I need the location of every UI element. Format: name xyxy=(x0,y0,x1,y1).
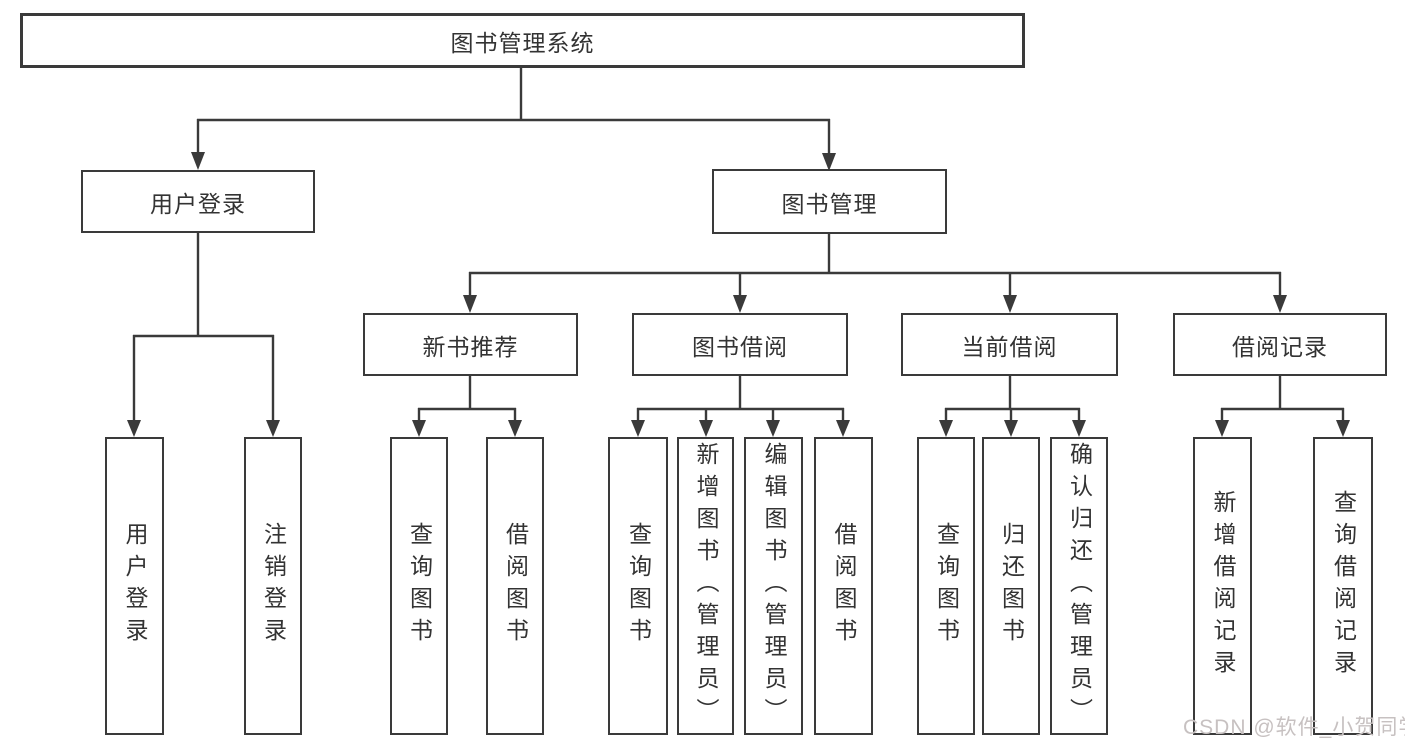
node-user-login: 用户登录 xyxy=(81,170,315,233)
node-label: 查询图书 xyxy=(406,522,433,650)
node-book-borrowing: 图书借阅 xyxy=(632,313,848,376)
node-label: 新书推荐 xyxy=(422,333,519,360)
leaf-query-books-recommend: 查询图书 xyxy=(390,437,448,735)
node-label: 注销登录 xyxy=(260,522,287,650)
node-label: 图书管理 xyxy=(781,190,878,217)
leaf-add-book-admin: 新增图书（管理员） xyxy=(677,437,734,735)
node-book-management: 图书管理 xyxy=(712,169,947,234)
node-label: 当前借阅 xyxy=(961,333,1058,360)
node-label: 查询借阅记录 xyxy=(1330,490,1357,682)
node-label: 编辑图书（管理员） xyxy=(761,442,787,730)
node-label: 用户登录 xyxy=(122,522,148,650)
leaf-user-login: 用户登录 xyxy=(105,437,164,735)
leaf-logout: 注销登录 xyxy=(244,437,302,735)
node-label: 新增图书（管理员） xyxy=(693,442,719,730)
node-label: 图书管理系统 xyxy=(450,29,595,56)
node-label: 归还图书 xyxy=(998,522,1025,650)
node-label: 查询图书 xyxy=(625,522,652,650)
node-borrowing-records: 借阅记录 xyxy=(1173,313,1387,376)
csdn-watermark: CSDN @软件_小贺同学 xyxy=(1183,716,1405,739)
node-label: 用户登录 xyxy=(150,190,246,217)
node-label: 图书借阅 xyxy=(692,333,788,360)
node-label: 确认归还（管理员） xyxy=(1066,442,1093,730)
node-label: 借阅图书 xyxy=(502,522,529,650)
node-library-management-system: 图书管理系统 xyxy=(20,13,1025,68)
leaf-borrow-books-borrowing: 借阅图书 xyxy=(814,437,873,735)
leaf-query-books-current: 查询图书 xyxy=(917,437,975,735)
node-label: 查询图书 xyxy=(933,522,960,650)
leaf-return-book: 归还图书 xyxy=(982,437,1040,735)
node-label: 借阅记录 xyxy=(1232,333,1328,360)
leaf-query-borrow-record: 查询借阅记录 xyxy=(1313,437,1373,735)
leaf-borrow-books-recommend: 借阅图书 xyxy=(486,437,544,735)
leaf-confirm-return-admin: 确认归还（管理员） xyxy=(1050,437,1108,735)
leaf-query-books-borrowing: 查询图书 xyxy=(608,437,668,735)
leaf-edit-book-admin: 编辑图书（管理员） xyxy=(744,437,803,735)
node-current-borrowing: 当前借阅 xyxy=(901,313,1118,376)
node-label: 借阅图书 xyxy=(831,522,857,650)
node-new-book-recommendation: 新书推荐 xyxy=(363,313,578,376)
leaf-add-borrow-record: 新增借阅记录 xyxy=(1193,437,1252,735)
node-label: 新增借阅记录 xyxy=(1210,490,1236,682)
